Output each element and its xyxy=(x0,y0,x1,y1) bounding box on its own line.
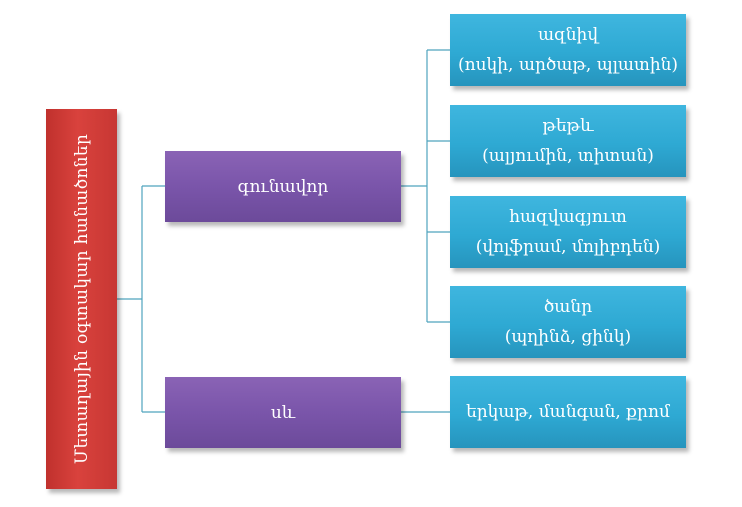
group-label: սև xyxy=(270,402,296,423)
leaf-node-ferrous-metals: երկաթ, մանգան, քրոմ xyxy=(450,376,686,448)
connector-root-to-groups xyxy=(117,185,165,413)
leaf-node-light: թեթև (ալյումին, տիտան) xyxy=(450,105,686,177)
leaf-title: երկաթ, մանգան, քրոմ xyxy=(466,402,670,422)
group-label: գունավոր xyxy=(237,176,329,197)
leaf-title: թեթև xyxy=(542,116,594,136)
leaf-node-heavy: ծանր (պղինձ, ցինկ) xyxy=(450,286,686,358)
leaf-title: ծանր xyxy=(543,297,593,317)
leaf-detail: (պղինձ, ցինկ) xyxy=(504,327,632,347)
root-label: Մետաղային օգտակար հանածոներ xyxy=(71,133,92,465)
leaf-title: հազվագյուտ xyxy=(509,207,627,227)
leaf-detail: (ոսկի, արծաթ, պլատին) xyxy=(457,55,679,75)
leaf-detail: (ալյումին, տիտան) xyxy=(482,146,654,166)
group-node-ferrous: սև xyxy=(165,377,401,448)
leaf-node-noble: ազնիվ (ոսկի, արծաթ, պլատին) xyxy=(450,14,686,86)
leaf-detail: (վոլֆրամ, մոլիբդեն) xyxy=(475,237,661,257)
connector-group1-to-leaves xyxy=(401,49,450,323)
leaf-title: ազնիվ xyxy=(537,25,599,45)
leaf-node-rare: հազվագյուտ (վոլֆրամ, մոլիբդեն) xyxy=(450,196,686,268)
group-node-colored: գունավոր xyxy=(165,151,401,222)
root-node: Մետաղային օգտակար հանածոներ xyxy=(46,109,117,489)
